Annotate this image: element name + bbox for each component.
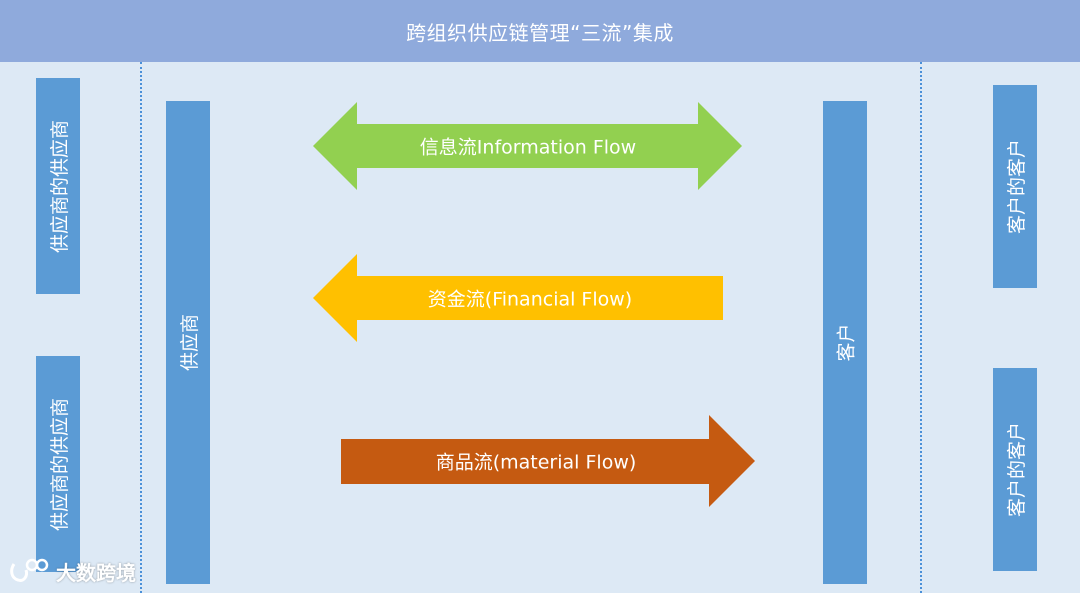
material-flow-arrow [341, 415, 755, 507]
financial-flow-arrow [313, 254, 723, 342]
watermark-logo-icon [10, 558, 49, 582]
diagram-title: 跨组织供应链管理“三流”集成 [406, 20, 674, 45]
material-flow-label: 商品流(material Flow) [435, 451, 637, 474]
supplier-bar: 供应商 [166, 101, 210, 584]
supplier-of-supplier-box-bottom: 供应商的供应商 [36, 356, 80, 572]
customer-bar: 客户 [823, 101, 867, 584]
watermark: 大数跨境 [8, 556, 136, 586]
header-banner: 跨组织供应链管理“三流”集成 [0, 0, 1080, 62]
information-flow-label: 信息流Information Flow [419, 136, 637, 159]
right-divider-line [920, 62, 922, 593]
watermark-text: 大数跨境 [56, 560, 136, 585]
customer-of-customer-box-top: 客户的客户 [993, 85, 1037, 288]
financial-flow-label: 资金流(Financial Flow) [427, 288, 633, 311]
customer-of-customer-box-bottom: 客户的客户 [993, 368, 1037, 571]
information-flow-arrow [313, 102, 742, 190]
left-divider-line [140, 62, 142, 593]
supplier-of-supplier-box-top: 供应商的供应商 [36, 78, 80, 294]
